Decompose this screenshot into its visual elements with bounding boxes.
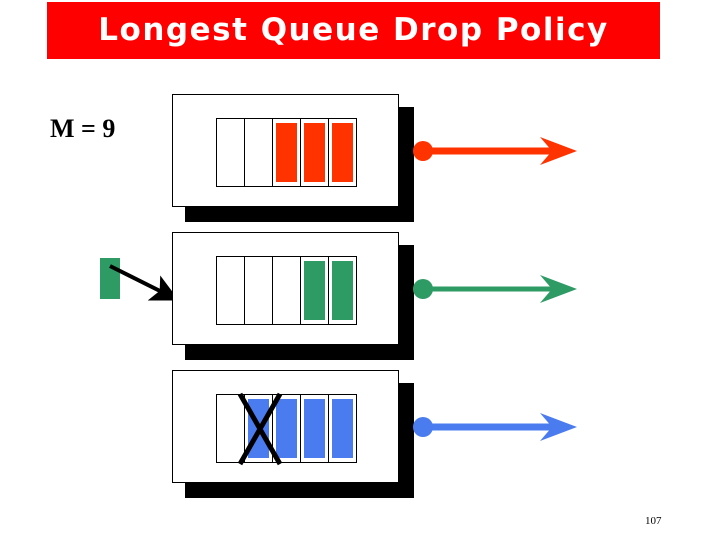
queue-cell-empty [216,118,244,187]
page-number: 107 [645,515,662,527]
title-banner: Longest Queue Drop Policy [47,2,660,59]
buffer-size-label: M = 9 [50,114,116,143]
queue-cell-occupied [328,256,357,325]
queue-cell-fill [304,399,325,458]
queue-cell-occupied [300,118,328,187]
queue-box [172,232,399,345]
queue-row [172,370,577,498]
queue-row [172,94,577,222]
queue-cell-occupied [244,394,272,463]
queue-cell-fill [332,123,353,182]
queue-cell-fill [276,399,297,458]
output-link-arrow-icon [413,275,577,303]
queue-cell-fill [332,399,353,458]
queue-cell-fill [304,123,325,182]
queue-cell-empty [216,394,244,463]
arrival-arrow-icon [109,264,180,301]
queue-cell-occupied [328,394,357,463]
queue-box [172,370,399,483]
queue-cell-empty [272,256,300,325]
queue-cell-occupied [300,256,328,325]
output-link-arrow-icon [413,413,577,441]
queue-cell-fill [276,123,297,182]
output-link-arrow-icon [413,137,577,165]
queue-row [172,232,577,360]
queue-box [172,94,399,207]
queue-cell-occupied [272,118,300,187]
queue-cell-empty [244,256,272,325]
queue-cell-fill [332,261,353,320]
queue-cell-empty [244,118,272,187]
page-title: Longest Queue Drop Policy [98,12,609,48]
queue-cells [216,256,357,325]
queue-cell-occupied [328,118,357,187]
queue-cell-fill [248,399,269,458]
queue-cell-occupied [272,394,300,463]
queue-cell-fill [304,261,325,320]
queue-cells [216,118,357,187]
queue-cells [216,394,357,463]
queue-cell-empty [216,256,244,325]
queue-cell-occupied [300,394,328,463]
